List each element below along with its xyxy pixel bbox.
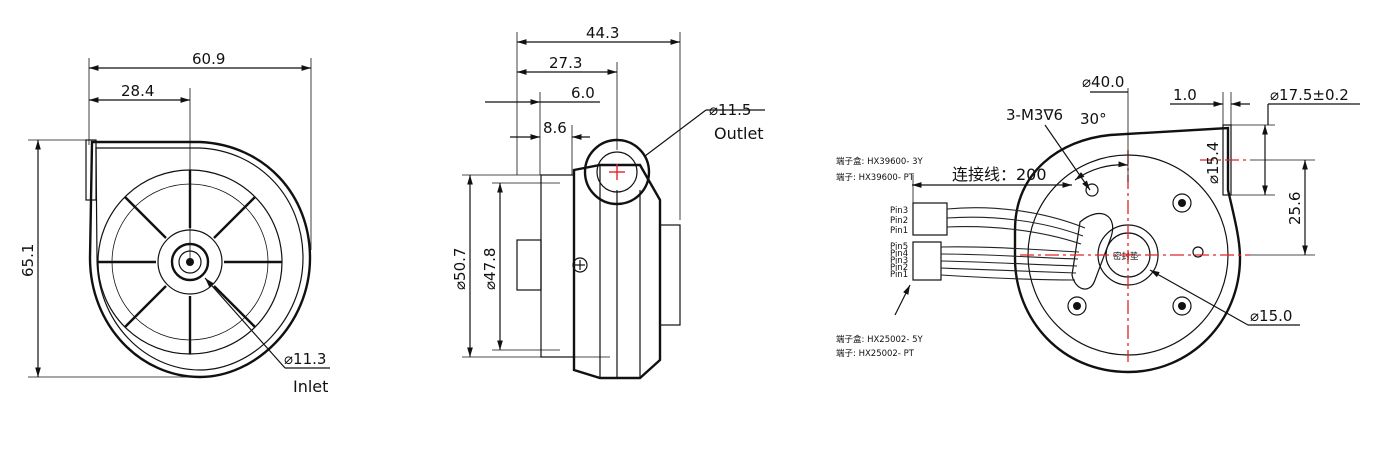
seal-label: 密封垫 [1113, 251, 1139, 262]
dim-hub-diameter-text: ⌀15.0 [1250, 307, 1292, 325]
dim-body-diameter-text: ⌀40.0 [1082, 73, 1124, 91]
dim-outlet-diameter-text: ⌀11.5 [709, 101, 751, 119]
housing-side [572, 163, 662, 380]
scroll-housing [88, 140, 312, 379]
dim-offset-text: 28.4 [121, 82, 154, 100]
dim-port-height-text: 25.6 [1286, 192, 1304, 225]
outlet-label: Outlet [714, 124, 764, 143]
dim-port-outer-text: ⌀17.5±0.2 [1270, 86, 1349, 104]
outlet-stub [85, 139, 97, 201]
dim-width-text: 60.9 [192, 50, 225, 68]
dim-inner-diameter-text: ⌀47.8 [481, 248, 499, 290]
motor-cap [516, 239, 542, 291]
dim-height-text: 65.1 [19, 244, 37, 277]
connector-top-pin2: Pin2 [890, 216, 908, 226]
angle-text: 30° [1080, 110, 1107, 128]
screw-icons [1067, 183, 1204, 316]
connector-bottom-pin1: Pin1 [890, 270, 908, 280]
inlet-label: Inlet [293, 377, 328, 396]
connector-top-housing-box [912, 202, 948, 236]
rear-view: 密封垫 ⌀40.0 3-M3∇6 30° 1.0 ⌀17.5±0.2 ⌀15.4… [836, 73, 1360, 374]
impeller-plate [659, 224, 681, 326]
connector-bottom-housing-box [912, 241, 942, 281]
front-view: 60.9 28.4 65.1 ⌀11.3 Inlet [19, 50, 330, 396]
impeller-blades [98, 170, 282, 354]
dim-total-depth-text: 44.3 [586, 24, 619, 42]
dim-port-inner-text: ⌀15.4 [1204, 142, 1222, 184]
rear-housing [1013, 126, 1242, 374]
connector-top-pin1: Pin1 [890, 226, 908, 236]
connector-top-pin3: Pin3 [890, 206, 908, 216]
impeller-hub [157, 229, 223, 295]
dim-outer-diameter-text: ⌀50.7 [451, 248, 469, 290]
motor-body [540, 174, 575, 358]
outlet-port [583, 138, 651, 206]
dim-hub-text: 8.6 [543, 119, 567, 137]
dim-flange-text: 6.0 [571, 84, 595, 102]
cable-length-text: 连接线：200 [952, 165, 1047, 184]
dim-flange-thickness-text: 1.0 [1173, 86, 1197, 104]
connector-bottom-pin5: Pin5 [890, 242, 908, 252]
side-view: 44.3 27.3 6.0 8.6 ⌀50.7 ⌀47.8 ⌀11.5 Outl… [451, 24, 765, 380]
side-screw-icon [572, 257, 588, 273]
connector-top-housing: 端子盒: HX39600- 3Y [836, 156, 923, 167]
connector-bottom-housing: 端子盒: HX25002- 5Y [836, 334, 923, 345]
dim-outlet-offset-text: 27.3 [549, 54, 582, 72]
screw-spec-text: 3-M3∇6 [1006, 106, 1063, 124]
dim-inlet-text: ⌀11.3 [284, 350, 326, 368]
connector-bottom-pin3: Pin3 [890, 256, 908, 266]
connector-bottom-pin2: Pin2 [890, 263, 908, 273]
cable-wires [940, 207, 1086, 281]
connector-bottom-pin4: Pin4 [890, 249, 908, 259]
connector-bottom-terminal: 端子: HX25002- PT [836, 348, 915, 359]
connector-top-terminal: 端子: HX39600- PT [836, 172, 915, 183]
